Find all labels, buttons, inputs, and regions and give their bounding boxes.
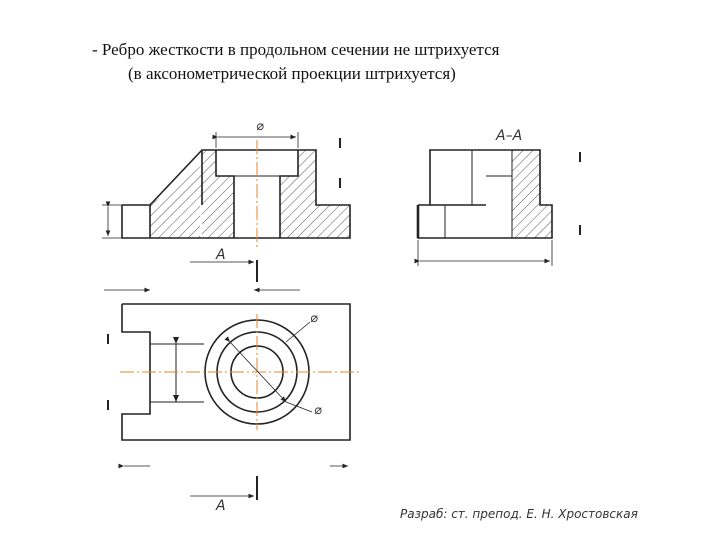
diameter-label-lower: ⌀ [314, 403, 322, 418]
side-section-view [414, 149, 581, 266]
caption-line-2: (в аксонометрической проекции штрихуется… [128, 64, 456, 83]
hatch-rib [150, 165, 202, 205]
slide-caption: - Ребро жесткости в продольном сечении н… [92, 38, 499, 86]
side-outline [417, 149, 553, 239]
hatch-right-boss [280, 150, 350, 238]
diameter-label-top: ⌀ [256, 119, 264, 134]
cut-label-bottom: А [215, 498, 226, 514]
hatch-left-boss [202, 150, 234, 238]
hatch-left-base [150, 205, 200, 238]
top-view [104, 287, 360, 500]
caption-line-1: - Ребро жесткости в продольном сечении н… [92, 40, 500, 59]
diameter-label-upper: ⌀ [310, 311, 318, 326]
front-section-view [102, 132, 351, 282]
hatch-side-right [512, 150, 552, 238]
cut-label-top: А [215, 247, 226, 263]
front-outline [121, 149, 351, 239]
section-label: А–А [495, 128, 522, 144]
author-stamp: Разраб: ст. препод. Е. Н. Хростовская [400, 507, 638, 521]
top-outline [121, 303, 351, 441]
